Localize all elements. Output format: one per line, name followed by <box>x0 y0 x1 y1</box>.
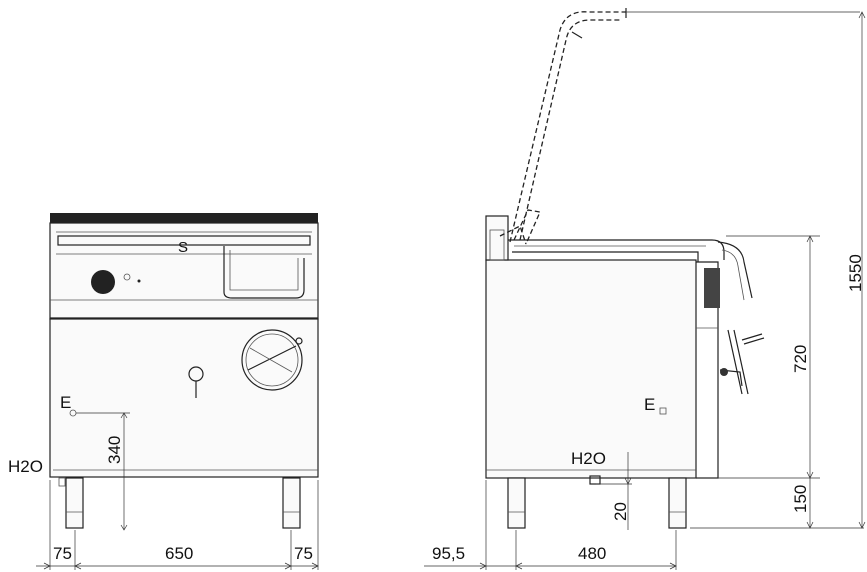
front-top-strip <box>50 213 318 223</box>
indicator-light <box>123 273 131 281</box>
label-s: S <box>178 239 188 256</box>
front-lower-body <box>49 318 319 478</box>
tilt-handwheel <box>241 329 303 391</box>
pan-rim <box>508 239 725 260</box>
side-handwheel <box>727 329 749 395</box>
side-leg-rear <box>507 477 526 529</box>
label-dim-340: 340 <box>105 436 124 464</box>
label-dim-150: 150 <box>791 485 810 513</box>
label-e-front: E <box>60 393 71 412</box>
water-inlet <box>58 477 66 487</box>
label-dim-75-right: 75 <box>294 544 313 563</box>
front-leg-left <box>65 477 84 529</box>
front-leg-right <box>282 477 301 529</box>
label-dim-720: 720 <box>791 345 810 373</box>
lid-rail <box>57 235 311 246</box>
label-dim-650: 650 <box>165 544 193 563</box>
raised-lid <box>509 11 626 243</box>
label-h2o-front: H2O <box>8 457 43 476</box>
front-upper-body <box>49 222 319 320</box>
water-inlet-side <box>589 475 601 485</box>
control-knob <box>91 270 115 294</box>
front-view: S E H2O 340 75 650 75 <box>8 213 319 570</box>
side-leg-front <box>668 477 687 529</box>
pan-spout <box>704 268 720 308</box>
side-body <box>485 259 697 479</box>
label-h2o-side: H2O <box>571 449 606 468</box>
label-dim-480: 480 <box>578 544 606 563</box>
label-e-side: E <box>644 395 655 414</box>
side-view: E H2O 1550 720 150 20 95,5 480 <box>424 8 866 570</box>
label-dim-95-5: 95,5 <box>432 544 465 563</box>
electric-inlet-marker-side <box>659 407 667 415</box>
label-dim-1550: 1550 <box>846 254 865 292</box>
rear-panel <box>485 215 509 261</box>
label-dim-20: 20 <box>611 502 630 521</box>
side-lid-handle <box>717 241 753 299</box>
lid-handle <box>223 246 305 299</box>
label-dim-75-left: 75 <box>53 544 72 563</box>
